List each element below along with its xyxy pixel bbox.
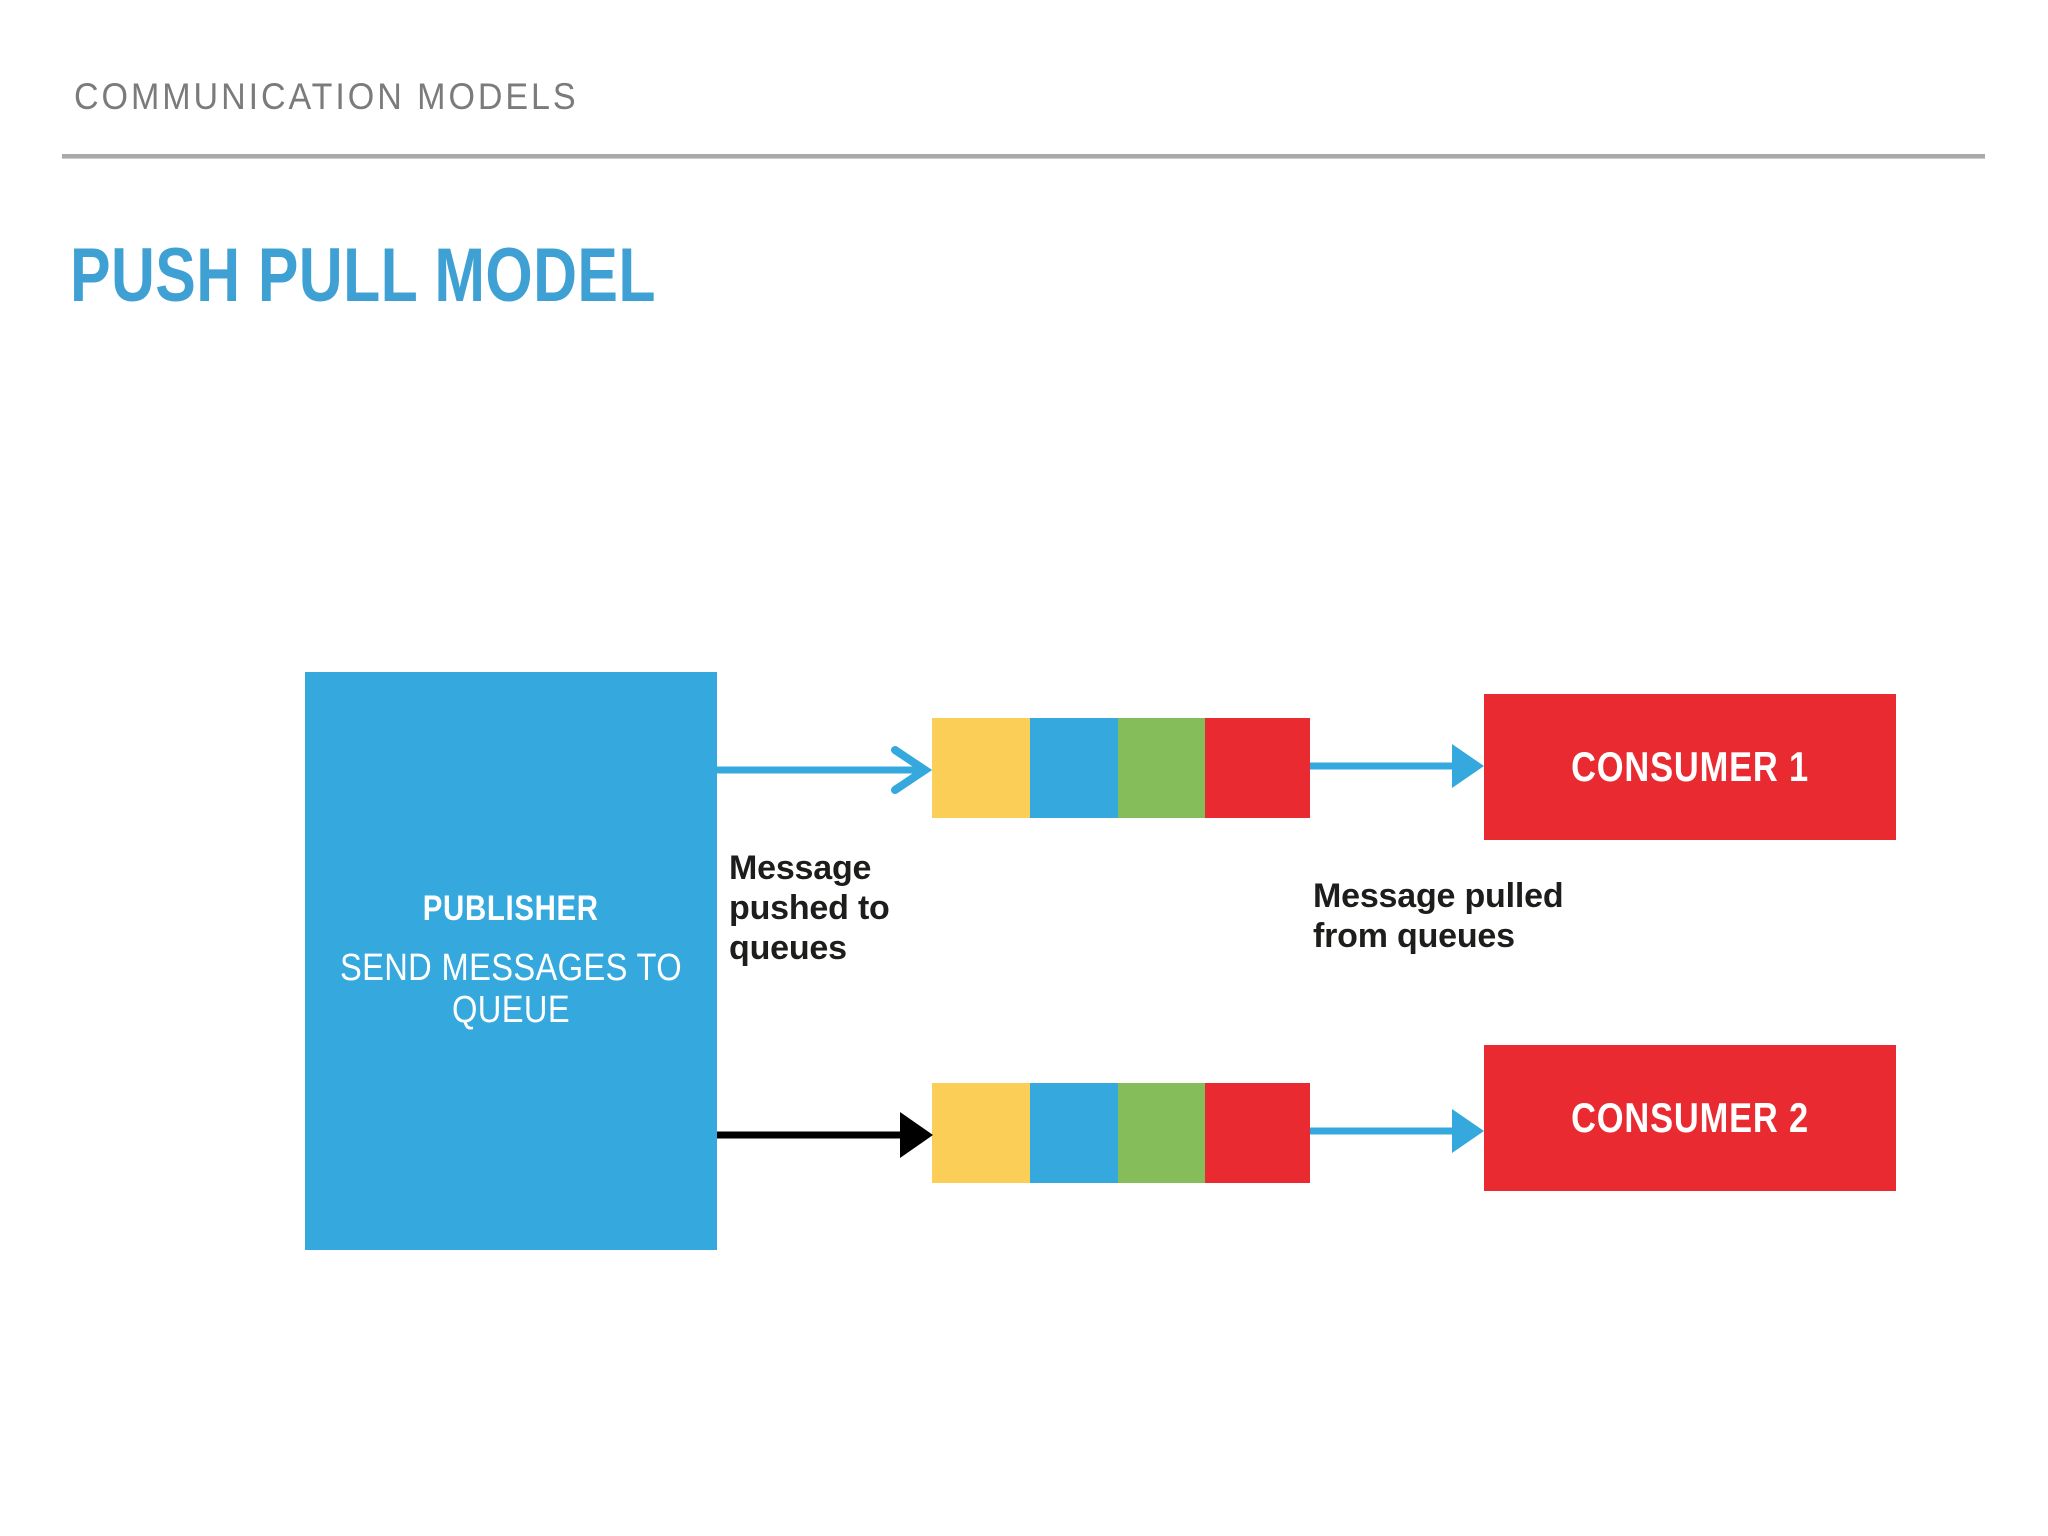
publisher-title: PUBLISHER	[423, 889, 599, 929]
publisher-subtitle: SEND MESSAGES TO QUEUE	[339, 947, 683, 1031]
queue-2-segment-green	[1118, 1083, 1205, 1183]
queue-1-to-consumer-1-arrow	[1310, 744, 1484, 788]
annotation-message-pulled: Message pulled from queues	[1313, 877, 1564, 956]
queue-2-segment-blue	[1030, 1083, 1118, 1183]
publisher-to-queue-1-arrow	[717, 746, 933, 794]
queue-1[interactable]	[932, 718, 1310, 818]
slide-eyebrow-text: COMMUNICATION MODELS	[74, 76, 579, 117]
consumer-1-label: CONSUMER 1	[1571, 743, 1809, 790]
slide-header: COMMUNICATION MODELS	[74, 78, 1474, 138]
queue-1-segment-green	[1118, 718, 1205, 818]
annotation-message-pushed: Message pushed to queues	[729, 849, 890, 968]
publisher-box[interactable]: PUBLISHER SEND MESSAGES TO QUEUE	[305, 672, 717, 1250]
queue-1-segment-yellow	[932, 718, 1030, 818]
queue-1-segment-red	[1205, 718, 1310, 818]
page-title: PUSH PULL MODEL	[70, 233, 656, 318]
queue-2-segment-yellow	[932, 1083, 1030, 1183]
consumer-2-box[interactable]: CONSUMER 2	[1484, 1045, 1896, 1191]
queue-2-to-consumer-2-arrow	[1310, 1109, 1484, 1153]
consumer-2-label: CONSUMER 2	[1571, 1094, 1809, 1141]
consumer-1-box[interactable]: CONSUMER 1	[1484, 694, 1896, 840]
queue-2-segment-red	[1205, 1083, 1310, 1183]
queue-2[interactable]	[932, 1083, 1310, 1183]
header-divider	[62, 154, 1985, 158]
publisher-to-queue-2-arrow	[717, 1112, 933, 1158]
queue-1-segment-blue	[1030, 718, 1118, 818]
